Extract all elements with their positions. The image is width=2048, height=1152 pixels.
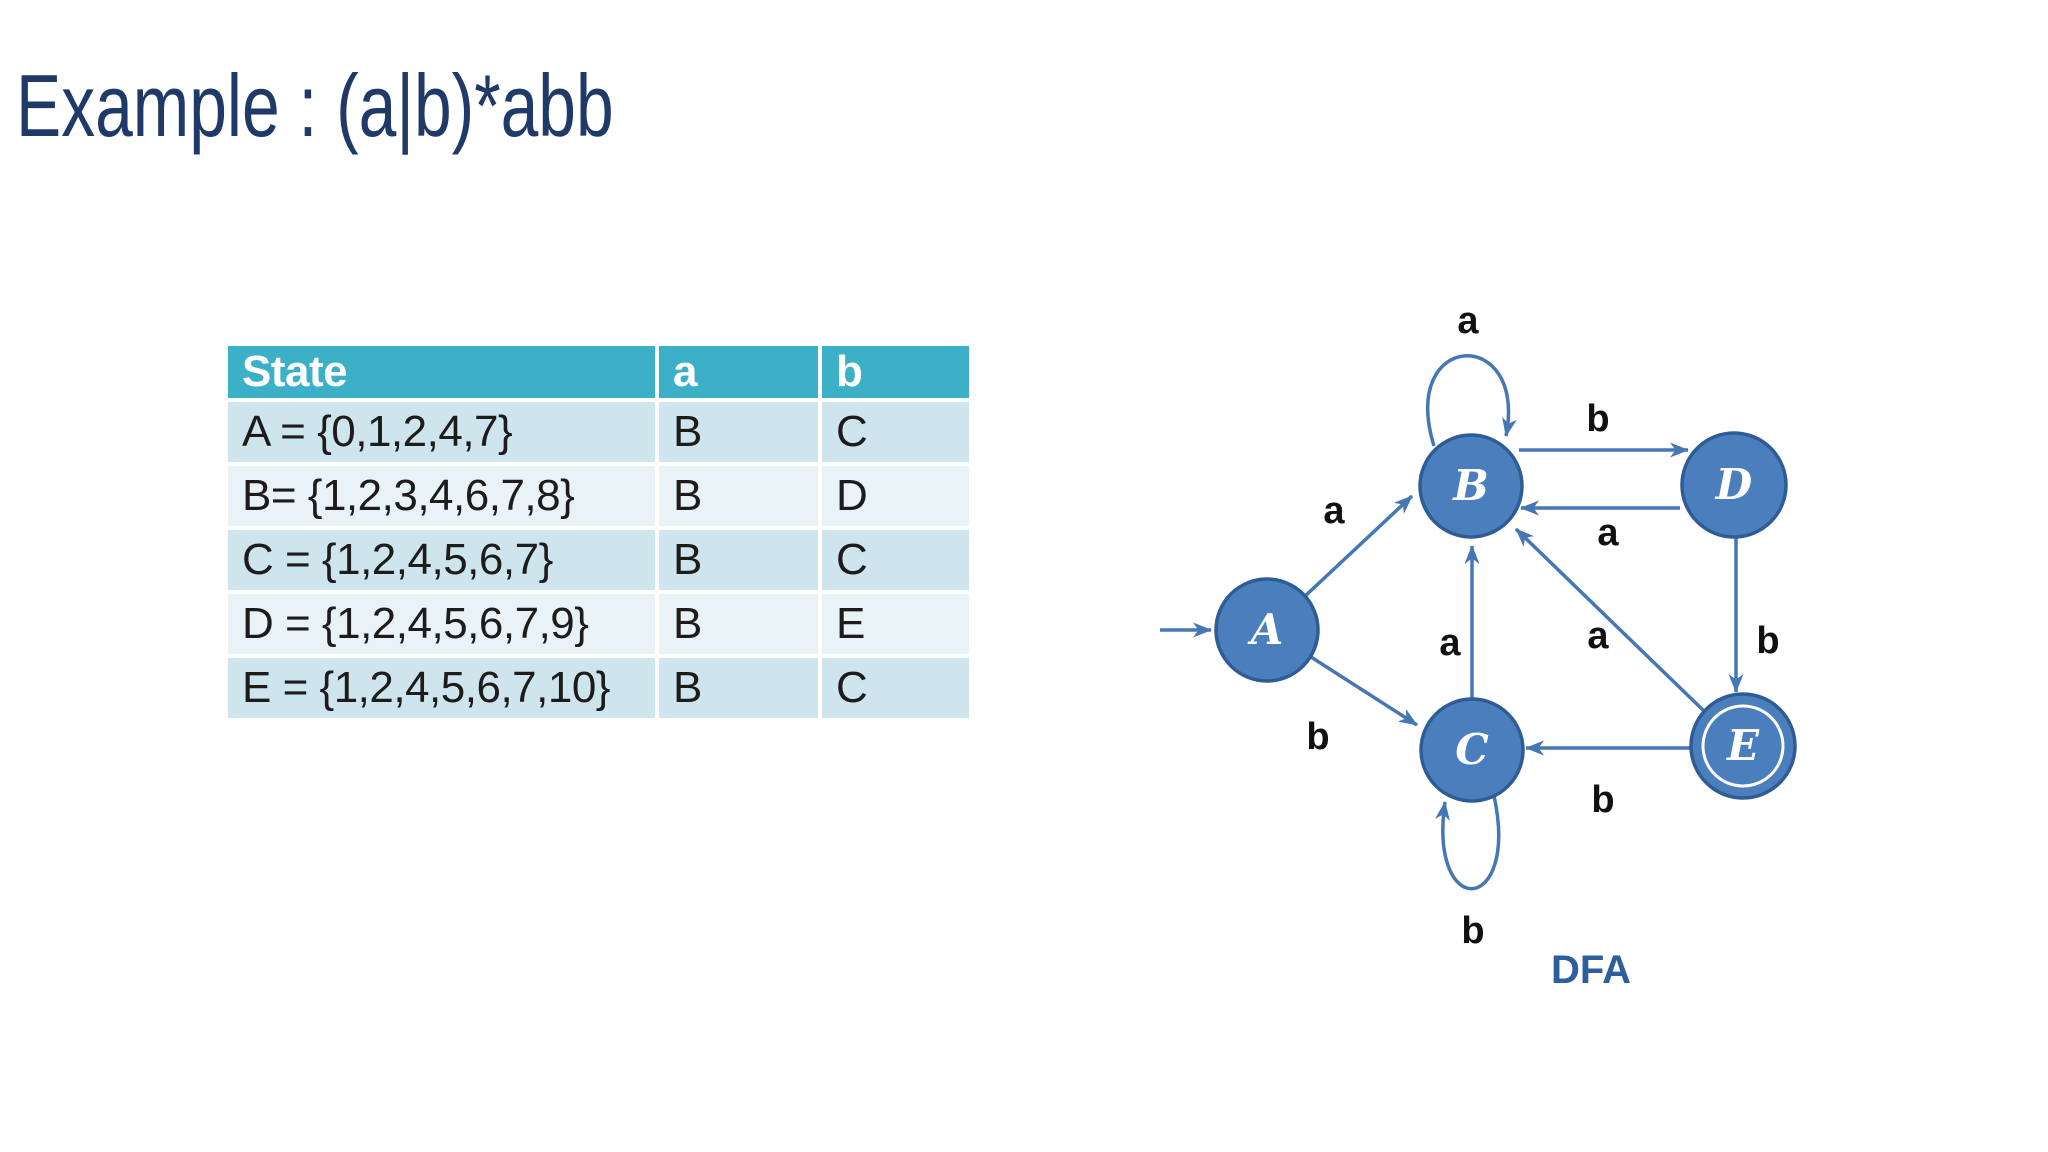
edge-label-a-to-c: b — [1306, 716, 1329, 758]
table-cell-b: E — [822, 594, 969, 654]
table-cell-b: C — [822, 402, 969, 462]
page-title: Example : (a|b)*abb — [16, 56, 614, 155]
table-cell-a: B — [659, 658, 818, 718]
table-cell-b: C — [822, 530, 969, 590]
table-cell-state: D = {1,2,4,5,6,7,9} — [228, 594, 655, 654]
table-cell-state: E = {1,2,4,5,6,7,10} — [228, 658, 655, 718]
edge-label-d-to-b: a — [1597, 512, 1619, 554]
dfa-diagram: a b a a a a b b b b A B C D E DFA — [1160, 300, 1797, 992]
table-header-a: a — [659, 346, 818, 398]
state-label-B: B — [1452, 461, 1489, 510]
dfa-caption: DFA — [1551, 948, 1631, 992]
edge-label-d-to-e: b — [1756, 620, 1779, 662]
edge-label-b-self-loop: a — [1457, 300, 1479, 342]
state-label-E: E — [1726, 721, 1760, 770]
table-cell-b: D — [822, 466, 969, 526]
edge-label-e-to-c: b — [1591, 779, 1614, 821]
table-cell-b: C — [822, 658, 969, 718]
table-cell-a: B — [659, 530, 818, 590]
table-header-state: State — [228, 346, 655, 398]
state-label-A: A — [1247, 605, 1284, 654]
edge-label-c-to-b: a — [1439, 622, 1461, 664]
table-cell-a: B — [659, 402, 818, 462]
transition-table: State a b A = {0,1,2,4,7} B C B= {1,2,3,… — [228, 346, 969, 718]
edge-e-to-b — [1514, 527, 1707, 714]
edge-label-e-to-b: a — [1587, 615, 1609, 657]
state-node-B: B — [1418, 433, 1524, 539]
state-node-A: A — [1214, 577, 1320, 683]
edge-a-to-b — [1301, 494, 1414, 600]
table-cell-state: C = {1,2,4,5,6,7} — [228, 530, 655, 590]
state-node-C: C — [1419, 697, 1525, 803]
edge-b-self-loop — [1426, 354, 1517, 447]
table-cell-a: B — [659, 466, 818, 526]
table-cell-state: B= {1,2,3,4,6,7,8} — [228, 466, 655, 526]
edge-label-b-to-d: b — [1586, 398, 1609, 440]
state-label-D: D — [1715, 460, 1753, 509]
table-header-b: b — [822, 346, 969, 398]
edge-label-c-self-loop: b — [1461, 910, 1484, 952]
state-node-E-accepting: E — [1689, 692, 1797, 800]
edge-c-self-loop — [1435, 795, 1501, 891]
table-cell-a: B — [659, 594, 818, 654]
edge-a-to-c — [1310, 655, 1418, 727]
state-label-C: C — [1455, 725, 1489, 774]
table-cell-state: A = {0,1,2,4,7} — [228, 402, 655, 462]
state-node-D: D — [1680, 431, 1788, 539]
edge-label-a-to-b: a — [1323, 490, 1345, 532]
